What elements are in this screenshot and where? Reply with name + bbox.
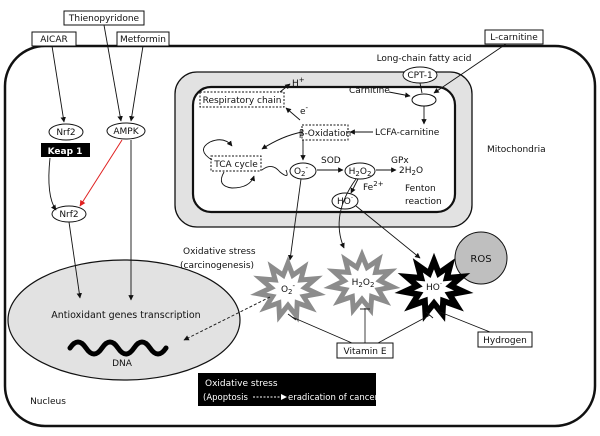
vitamin-e-inhibit-hydroxyl	[377, 314, 431, 344]
mitochondria-label: Mitochondria	[487, 145, 546, 155]
carnitine-arrow	[388, 91, 411, 98]
superoxide-burst	[250, 256, 326, 323]
nrf2-top-node	[48, 123, 84, 141]
superoxide-node	[289, 162, 317, 180]
oxidative-stress-label-2: (carcinogenesis)	[180, 261, 254, 271]
thienopyridone-label: Thienopyridone	[68, 14, 140, 24]
l-carnitine-label: L-carnitine	[490, 33, 538, 43]
mitochondria-inner	[191, 85, 457, 214]
electron-arrow	[285, 107, 301, 121]
nrf2-bottom-label: Nrf2	[59, 210, 78, 220]
fenton-label-1: Fenton	[405, 184, 436, 194]
gpx-label: GPx	[391, 156, 409, 166]
carnitine-label: Carnitine	[349, 86, 390, 96]
apoptosis-box	[198, 373, 376, 406]
aicar-box	[31, 31, 77, 47]
tca-loop-bottom	[220, 171, 256, 189]
iron-label: Fe2+	[363, 180, 384, 193]
beta-to-tca-arrow	[261, 131, 303, 150]
superoxide-inhibit-bar	[287, 313, 297, 321]
vitamin-e-inhibit-superoxide	[291, 316, 353, 344]
nrf2-top-label: Nrf2	[56, 128, 75, 138]
h2o2-label: H2O2	[349, 167, 372, 178]
hydroxyl-node	[331, 192, 359, 210]
fenton-label-2: reaction	[405, 197, 442, 207]
apoptosis-arrowhead	[281, 394, 287, 400]
hydroxyl-burst	[394, 252, 474, 322]
superoxide-label: O2-	[294, 164, 309, 178]
tca-to-superoxide-link	[261, 166, 288, 176]
nucleus-ellipse	[7, 259, 241, 381]
l-carnitine-arrow	[433, 43, 507, 94]
hydrogen-box	[477, 331, 533, 348]
hydrogen-inhibit-hydroxyl	[439, 311, 491, 333]
keap1-box	[41, 143, 90, 157]
apoptosis-line-2-a: (Apoptosis	[203, 393, 248, 403]
nrf2-to-nucleus-arrow	[68, 221, 82, 299]
stress-to-dna-dashed-arrow	[183, 296, 271, 341]
respiratory-chain-box	[199, 91, 285, 108]
beta-oxidation-box	[301, 124, 349, 141]
hydrogen-label: Hydrogen	[483, 336, 527, 346]
tca-cycle-box	[210, 155, 262, 172]
oxidative-stress-label-1: Oxidative stress	[183, 247, 256, 257]
h2o2-node	[344, 162, 376, 180]
hydroxyl-inhibit-bar-1	[425, 311, 434, 319]
water-label: 2H2O	[399, 166, 423, 177]
superoxide-escape-arrow	[287, 178, 302, 261]
dna-strand	[67, 339, 169, 357]
thienopyridone-to-ampk-arrow	[103, 24, 123, 122]
ampk-to-nrf2-red-arrow	[79, 139, 123, 207]
hydroxyl-label: HO·	[337, 194, 353, 207]
proton-arrow	[279, 83, 291, 93]
keap1-release-arrow	[48, 157, 57, 211]
metformin-label: Metformin	[120, 35, 166, 45]
nucleus-label: Nucleus	[30, 397, 66, 407]
apoptosis-line-2-b: eradication of cancer	[288, 393, 379, 403]
h2o2-burst	[323, 248, 401, 317]
burst-superoxide-label: O2-	[281, 282, 296, 296]
metformin-to-ampk-arrow	[129, 45, 144, 122]
long-chain-fatty-acid-label: Long-chain fatty acid	[377, 54, 472, 64]
apoptosis-line-1: Oxidative stress	[205, 379, 278, 389]
ampk-label: AMPK	[113, 127, 139, 137]
tca-loop-left	[203, 139, 233, 161]
hydroxyl-escape-arrow	[355, 205, 421, 259]
respiratory-chain-label: Respiratory chain	[203, 96, 282, 106]
hydroxyl-inhibit-bar-2	[436, 306, 442, 317]
dna-label: DNA	[112, 359, 133, 369]
fenton-arrow	[350, 178, 359, 194]
aicar-label: AICAR	[40, 35, 68, 45]
tca-cycle-label: TCA cycle	[213, 160, 258, 170]
cpt1-link	[419, 82, 423, 94]
l-carnitine-box	[484, 29, 544, 45]
lcfa-carnitine-label: LCFA-carnitine	[375, 128, 440, 138]
electron-label: e-	[300, 104, 309, 117]
antioxidant-transcription-label: Antioxidant genes transcription	[51, 310, 200, 321]
proton-label: H+	[292, 76, 305, 89]
beta-oxidation-label: β-Oxidation	[299, 129, 351, 139]
ros-circle	[454, 231, 508, 285]
vitamin-e-label: Vitamin E	[343, 347, 386, 357]
burst-hydroxyl-label: HO·	[426, 280, 442, 293]
cpt1-label: CPT-1	[407, 71, 432, 81]
h2o2-escape-arrow	[338, 178, 357, 249]
ampk-node	[106, 122, 146, 140]
ros-label: ROS	[470, 254, 491, 265]
burst-h2o2-label: H2O2	[352, 278, 375, 289]
sod-label: SOD	[321, 156, 341, 166]
carnitine-transporter-node	[411, 93, 437, 107]
aicar-to-nrf2-arrow	[51, 45, 66, 123]
keap1-label: Keap 1	[48, 147, 83, 157]
